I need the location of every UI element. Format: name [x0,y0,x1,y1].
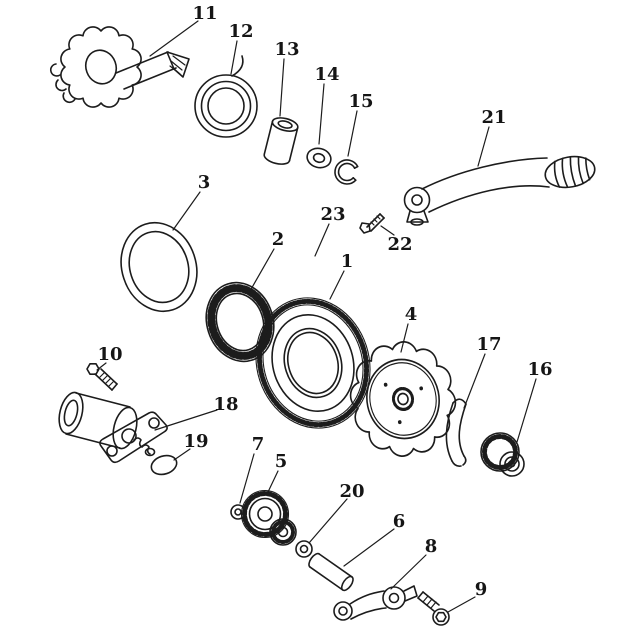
leader-line-23 [314,223,330,257]
part-label-17: 17 [476,334,501,355]
part-13-bushing-drawing [263,117,299,165]
part-label-20: 20 [339,481,364,502]
part-20-washer-drawing [295,540,313,558]
part-label-1: 1 [341,251,354,272]
leader-line-14 [318,83,325,145]
leader-line-1 [329,270,345,300]
part-12-spiral-spring-drawing [194,55,258,138]
part-2-roller-bearing-drawing [205,281,275,363]
leader-line-5 [267,470,279,493]
part-21-kick-lever-drawing [403,155,596,226]
part-11-drive-spindle-drawing [50,26,190,108]
part-label-10: 10 [97,344,122,365]
part-14-washer-drawing [306,147,332,169]
part-label-12: 12 [228,21,253,42]
part-label-18: 18 [213,394,238,415]
part-label-13: 13 [274,39,299,60]
part-6-pin-drawing [308,552,354,592]
part-label-23: 23 [320,204,345,225]
leader-line-8 [390,554,427,590]
leader-line-16 [516,378,537,443]
leader-line-2 [249,248,275,292]
leader-line-7 [239,453,255,504]
leader-line-13 [279,58,285,117]
part-19-plug-drawing [150,454,178,476]
part-label-8: 8 [425,536,438,557]
part-9-bolt-drawing [417,591,450,626]
leader-line-9 [447,596,476,613]
part-3-gasket-ring-drawing [120,221,198,313]
part-label-11: 11 [192,3,217,24]
part-label-19: 19 [183,431,208,452]
part-5-idle-gear-drawing [240,489,297,546]
leader-line-6 [343,528,395,567]
leader-line-12 [230,40,238,75]
part-label-9: 9 [475,579,488,600]
leader-line-17 [463,353,486,409]
part-10-bolt-drawing [86,363,118,391]
leader-line-21 [477,126,490,167]
leader-lines [96,20,537,613]
part-label-6: 6 [393,511,406,532]
leader-line-4 [400,323,409,353]
part-22-bolt-drawing [359,213,385,234]
leader-line-15 [347,110,358,157]
part-label-2: 2 [272,229,285,250]
leader-line-10 [96,362,107,371]
leader-line-20 [308,498,348,544]
part-8-ratchet-arm-drawing [333,585,418,621]
part-1-clutch-gear-drawing [255,297,371,429]
part-label-4: 4 [405,304,418,325]
part-18-starter-assembly-drawing [58,391,168,464]
part-label-16: 16 [527,359,552,380]
part-4-clutch-drum-drawing [349,341,457,457]
part-17-spring-clip-drawing [445,398,467,467]
part-labels: 11 12 13 14 15 21 3 23 2 22 1 4 17 10 16… [97,3,552,600]
part-label-3: 3 [198,172,211,193]
part-label-14: 14 [314,64,339,85]
part-label-22: 22 [387,234,412,255]
part-label-5: 5 [275,451,288,472]
leader-line-22 [380,225,395,236]
leader-line-11 [149,20,199,57]
leader-line-18 [154,409,218,431]
part-16-knob-drawing [480,432,525,477]
part-label-15: 15 [348,91,373,112]
part-label-21: 21 [481,107,506,128]
part-15-circlip-drawing [334,159,359,185]
leader-line-3 [172,191,201,231]
part-label-7: 7 [252,434,265,455]
leader-line-19 [173,448,191,461]
